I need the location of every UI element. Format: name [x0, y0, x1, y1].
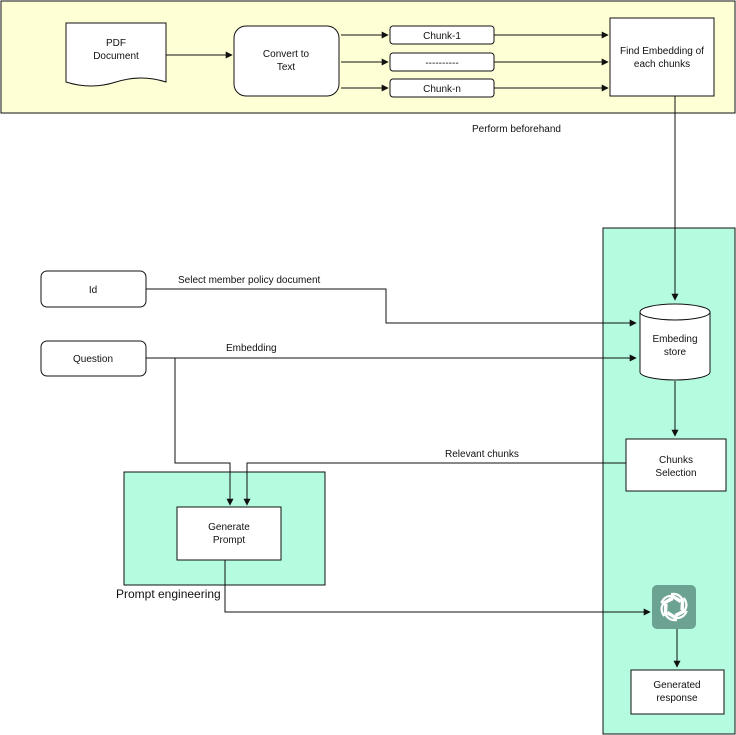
- generated-response-label-1: Generated: [653, 680, 700, 691]
- convert-to-text-node: Convert to Text: [233, 25, 340, 97]
- openai-logo-icon: [652, 585, 696, 629]
- generate-prompt-node: Generate Prompt: [176, 506, 282, 561]
- generated-response-node: Generated response: [630, 669, 725, 715]
- selection-to-prompt-arrow: [243, 462, 626, 506]
- find-embedding-node: Find Embedding of each chunks: [609, 17, 715, 97]
- chunk-1-node: Chunk-1: [389, 25, 495, 45]
- convert-to-text-label-2: Text: [277, 62, 296, 73]
- id-label: Id: [89, 285, 97, 296]
- question-to-prompt-arrow: [174, 358, 234, 506]
- relevant-chunks-label: Relevant chunks: [445, 449, 519, 460]
- chunk-n-node: Chunk-n: [389, 78, 495, 98]
- chunk-n-label: Chunk-n: [423, 84, 461, 95]
- chunks-selection-label-2: Selection: [655, 468, 696, 479]
- question-input-node: Question: [40, 340, 147, 377]
- embedding-store-label-1: Embeding: [652, 334, 697, 345]
- generate-prompt-label-1: Generate: [208, 522, 250, 533]
- embedding-store-label-2: store: [664, 347, 687, 358]
- prompt-engineering-label: Prompt engineering: [116, 587, 221, 601]
- chunk-mid-label: ----------: [425, 58, 458, 69]
- generate-prompt-label-2: Prompt: [213, 535, 245, 546]
- perform-beforehand-label: Perform beforehand: [472, 124, 561, 135]
- find-embedding-label-2: each chunks: [634, 59, 690, 70]
- chunk-1-label: Chunk-1: [423, 31, 461, 42]
- id-input-node: Id: [40, 270, 147, 308]
- select-member-policy-label: Select member policy document: [178, 275, 321, 286]
- embedding-edge-label: Embedding: [226, 343, 277, 354]
- pdf-document-label-1: PDF: [106, 38, 126, 49]
- pdf-document-label-2: Document: [93, 51, 139, 62]
- chunks-selection-label-1: Chunks: [659, 455, 693, 466]
- pdf-document-node: PDF Document: [65, 22, 167, 87]
- embedding-store-node: Embeding store: [639, 303, 711, 381]
- convert-to-text-label-1: Convert to: [263, 49, 310, 60]
- prompt-to-gpt-arrow: [224, 560, 651, 616]
- question-label: Question: [73, 354, 113, 365]
- generated-response-label-2: response: [656, 693, 698, 704]
- chunk-mid-node: ----------: [389, 52, 495, 72]
- chunks-selection-node: Chunks Selection: [625, 438, 727, 492]
- find-embedding-label-1: Find Embedding of: [620, 46, 704, 57]
- id-to-store-arrow: [146, 288, 637, 327]
